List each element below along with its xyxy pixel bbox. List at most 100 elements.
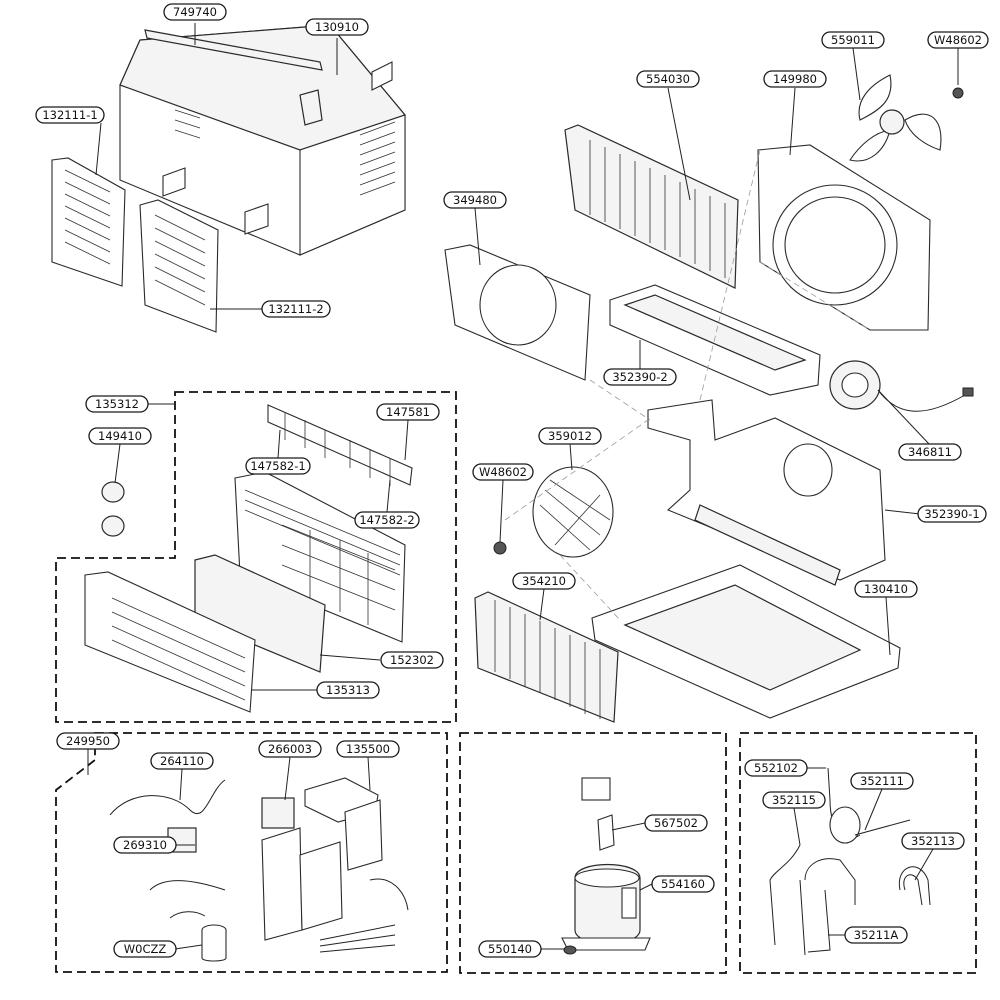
callout-oval xyxy=(163,3,227,21)
part-number-label: W48602 xyxy=(479,465,527,479)
part-callout: 132111-2 xyxy=(261,300,331,318)
part-number-label: 147582-2 xyxy=(359,513,414,527)
part-callout: 352390-1 xyxy=(917,505,987,523)
part-callouts: 749740130910132111-1132111-2554030559011… xyxy=(35,3,989,958)
part-number-label: 552102 xyxy=(754,761,798,775)
part-callout: 35211A xyxy=(844,926,908,944)
callout-oval xyxy=(744,759,808,777)
part-callout: 135500 xyxy=(336,740,400,758)
part-number-label: 135312 xyxy=(95,397,139,411)
part-number-label: 132111-2 xyxy=(268,302,323,316)
part-number-label: 269310 xyxy=(123,838,167,852)
part-callout: 147582-2 xyxy=(354,511,420,529)
callout-oval xyxy=(305,18,369,36)
part-callout: 135312 xyxy=(85,395,149,413)
part-number-label: 130410 xyxy=(864,582,908,596)
callout-oval xyxy=(354,511,420,529)
callout-oval xyxy=(258,740,322,758)
orifice-part xyxy=(444,244,591,381)
part-number-label: 567502 xyxy=(654,816,698,830)
front-grille-group-frame xyxy=(55,391,457,723)
callout-oval xyxy=(88,427,152,445)
part-callout: 552102 xyxy=(744,759,808,777)
part-callout: 359012 xyxy=(538,427,602,445)
side-curtain-parts xyxy=(51,157,219,333)
part-number-label: 152302 xyxy=(390,653,434,667)
callout-oval xyxy=(917,505,987,523)
part-callout: 354210 xyxy=(512,572,576,590)
part-callout: W0CZZ xyxy=(113,940,177,958)
part-callout: 346811 xyxy=(898,443,962,461)
callout-oval xyxy=(850,772,914,790)
part-callout: 554160 xyxy=(651,875,715,893)
part-number-label: 352111 xyxy=(860,774,904,788)
part-callout: 149410 xyxy=(88,427,152,445)
part-number-label: 346811 xyxy=(908,445,952,459)
callout-oval xyxy=(636,70,700,88)
callout-oval xyxy=(538,427,602,445)
evaporator-coil-part xyxy=(474,591,619,723)
part-callout: 152302 xyxy=(380,651,444,669)
part-callout: 147581 xyxy=(376,403,440,421)
part-callout: 352115 xyxy=(762,791,826,809)
part-callout: 130410 xyxy=(854,580,918,598)
part-callout: W48602 xyxy=(927,31,989,49)
part-number-label: 147581 xyxy=(386,405,430,419)
part-callout: 352113 xyxy=(901,832,965,850)
part-number-label: 35211A xyxy=(854,928,899,942)
part-number-label: 147582-1 xyxy=(250,459,305,473)
part-callout: 249950 xyxy=(56,732,120,750)
part-callout: 559011 xyxy=(821,31,885,49)
callout-oval xyxy=(651,875,715,893)
projection-lines xyxy=(504,149,871,621)
part-callout: 567502 xyxy=(644,814,708,832)
piping-parts xyxy=(769,767,931,956)
callout-oval xyxy=(478,940,542,958)
compressor-group-frame xyxy=(459,732,727,974)
part-number-label: 559011 xyxy=(831,33,875,47)
callout-oval xyxy=(85,395,149,413)
callout-oval xyxy=(854,580,918,598)
part-callout: 349480 xyxy=(443,191,507,209)
callout-oval xyxy=(443,191,507,209)
part-number-label: W0CZZ xyxy=(124,942,167,956)
part-number-label: 352390-2 xyxy=(612,370,667,384)
leader-lines xyxy=(87,23,959,950)
callout-oval xyxy=(927,31,989,49)
callout-oval xyxy=(512,572,576,590)
callout-oval xyxy=(316,681,380,699)
condenser-coil-part xyxy=(564,124,739,289)
part-callout: 264110 xyxy=(150,752,214,770)
evaporator-housing-part xyxy=(647,399,886,586)
callout-oval xyxy=(113,836,177,854)
part-number-label: 554030 xyxy=(646,72,690,86)
compressor-parts xyxy=(561,777,651,955)
part-callout: 554030 xyxy=(636,70,700,88)
callout-oval xyxy=(336,740,400,758)
callout-oval xyxy=(603,368,677,386)
part-callout: 130910 xyxy=(305,18,369,36)
piping-group-frame xyxy=(739,732,977,974)
callout-oval xyxy=(762,791,826,809)
subassembly-frames xyxy=(55,391,977,974)
part-number-label: 132111-1 xyxy=(42,108,97,122)
callout-oval xyxy=(898,443,962,461)
part-number-label: 554160 xyxy=(661,877,705,891)
front-grille-parts xyxy=(84,404,413,713)
part-number-label: 264110 xyxy=(160,754,204,768)
callout-oval xyxy=(644,814,708,832)
part-callout: 266003 xyxy=(258,740,322,758)
part-callout: 135313 xyxy=(316,681,380,699)
electrical-parts xyxy=(109,777,409,962)
callout-oval xyxy=(763,70,827,88)
electrical-group-frame xyxy=(55,732,448,973)
part-number-label: 266003 xyxy=(268,742,312,756)
part-number-label: W48602 xyxy=(934,33,982,47)
base-plate-part xyxy=(591,564,901,719)
part-number-label: 130910 xyxy=(315,20,359,34)
part-callout: 149980 xyxy=(763,70,827,88)
part-callout: W48602 xyxy=(472,463,534,481)
shroud-fan-part xyxy=(757,74,964,331)
blower-part xyxy=(493,466,614,558)
